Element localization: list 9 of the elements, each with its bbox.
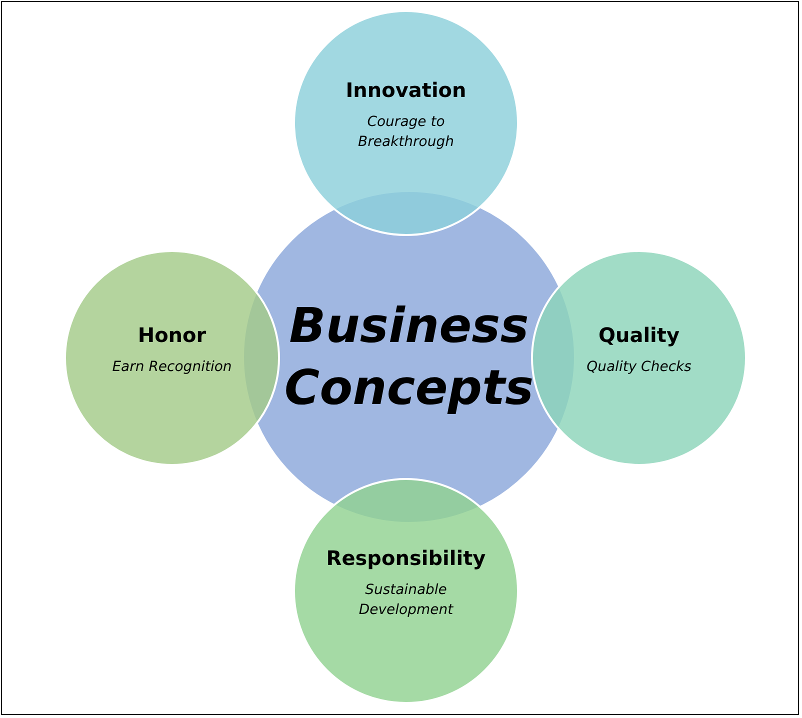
circle-subtitle: Courage to Breakthrough xyxy=(357,113,455,152)
center-title: Business Concepts xyxy=(283,297,535,418)
circle-heading: Responsibility xyxy=(326,546,486,570)
circle-heading: Innovation xyxy=(346,78,466,102)
circle-heading: Quality xyxy=(598,323,680,347)
circle-subtitle: Quality Checks xyxy=(586,358,692,377)
circle-heading: Honor xyxy=(138,323,206,347)
circle-subtitle: Earn Recognition xyxy=(112,358,232,377)
circle-subtitle: Sustainable Development xyxy=(358,581,454,620)
